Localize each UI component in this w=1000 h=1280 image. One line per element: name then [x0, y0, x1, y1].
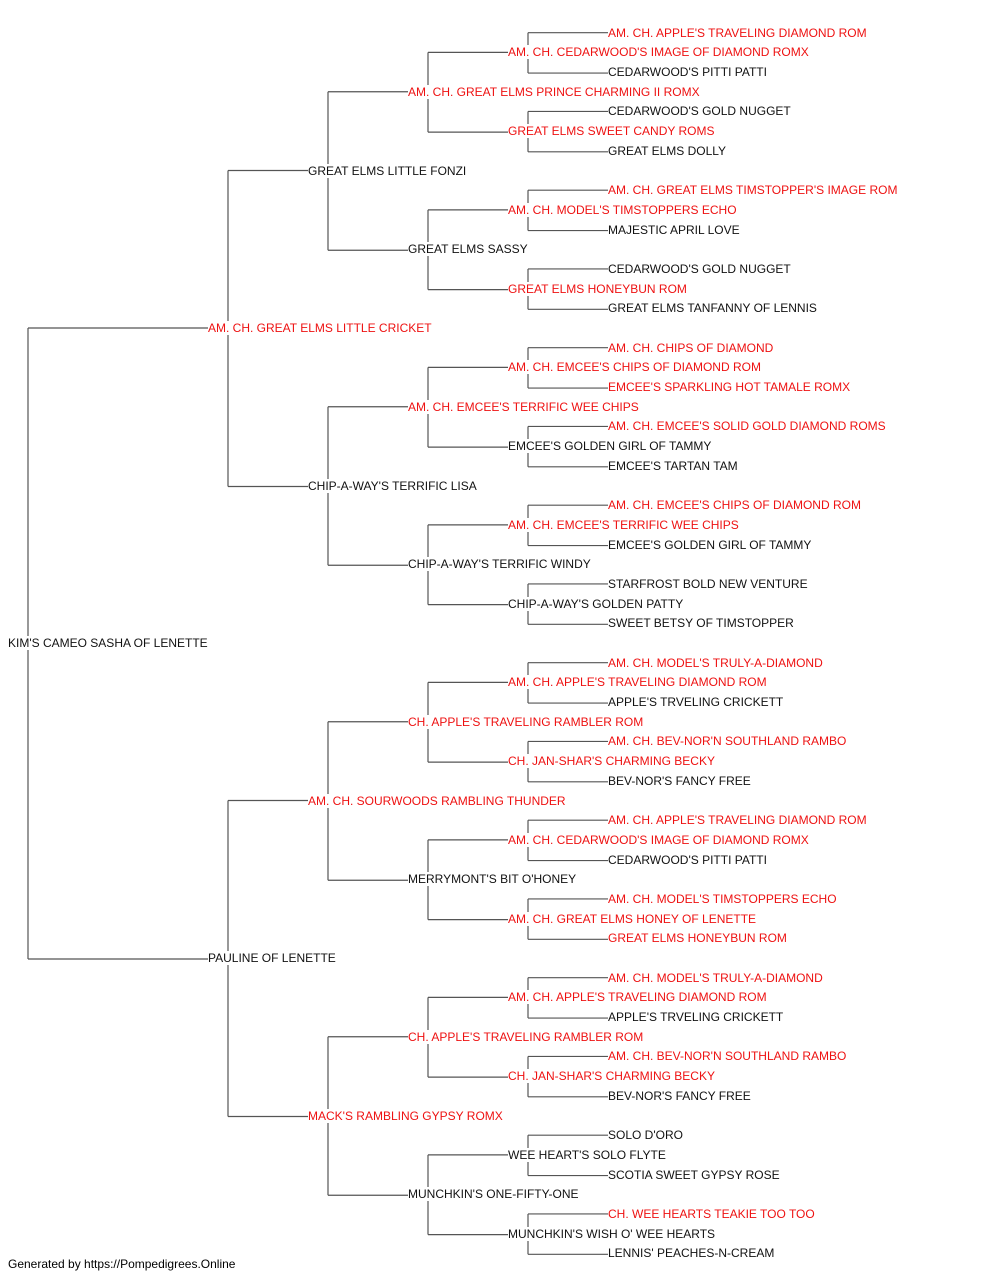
- ancestor-pedigree-sire-dam-sire-sire-dam: EMCEE'S SPARKLING HOT TAMALE ROMX: [608, 380, 853, 395]
- ancestor-pedigree-dam-sire-sire-dam-sire: AM. CH. BEV-NOR'N SOUTHLAND RAMBO: [608, 734, 849, 749]
- ancestor-pedigree-sire-dam-dam-dam-dam: SWEET BETSY OF TIMSTOPPER: [608, 616, 796, 631]
- ancestor-pedigree-dam-sire-dam-sire-dam: CEDARWOOD'S PITTI PATTI: [608, 852, 769, 867]
- ancestor-pedigree-dam: PAULINE OF LENETTE: [208, 951, 338, 965]
- ancestor-pedigree-sire-dam-dam-sire-dam: EMCEE'S GOLDEN GIRL OF TAMMY: [608, 537, 814, 552]
- ancestor-pedigree-sire-dam-sire-dam: EMCEE'S GOLDEN GIRL OF TAMMY: [508, 439, 714, 454]
- ancestor-pedigree-sire-sire-dam-dam-dam: GREAT ELMS TANFANNY OF LENNIS: [608, 301, 819, 316]
- ancestor-pedigree-dam-dam-sire-dam-dam: BEV-NOR'S FANCY FREE: [608, 1088, 753, 1103]
- footer-credit: Generated by https://Pompedigrees.Online: [8, 1257, 236, 1271]
- ancestor-pedigree-sire-dam-sire-dam-sire: AM. CH. EMCEE'S SOLID GOLD DIAMOND ROMS: [608, 419, 888, 434]
- ancestor-pedigree-dam-sire-sire-sire: AM. CH. APPLE'S TRAVELING DIAMOND ROM: [508, 675, 769, 690]
- ancestor-pedigree-sire-sire-dam-dam: GREAT ELMS HONEYBUN ROM: [508, 281, 689, 296]
- ancestor-pedigree-sire: AM. CH. GREAT ELMS LITTLE CRICKET: [208, 321, 434, 335]
- ancestor-pedigree-sire-sire-sire-sire-dam: CEDARWOOD'S PITTI PATTI: [608, 65, 769, 80]
- ancestor-pedigree-dam-dam-sire: CH. APPLE'S TRAVELING RAMBLER ROM: [408, 1029, 646, 1044]
- ancestor-pedigree-sire-sire-sire: AM. CH. GREAT ELMS PRINCE CHARMING II RO…: [408, 84, 702, 99]
- ancestor-pedigree-dam-dam-dam-dam: MUNCHKIN'S WISH O' WEE HEARTS: [508, 1226, 718, 1241]
- ancestor-pedigree-sire-dam-dam-dam-sire: STARFROST BOLD NEW VENTURE: [608, 576, 810, 591]
- ancestor-pedigree-sire-sire-dam: GREAT ELMS SASSY: [408, 242, 530, 257]
- ancestor-pedigree-sire-dam-sire-sire-sire: AM. CH. CHIPS OF DIAMOND: [608, 340, 776, 355]
- ancestor-pedigree-sire-dam-dam: CHIP-A-WAY'S TERRIFIC WINDY: [408, 557, 593, 572]
- ancestor-pedigree-sire-sire-dam-dam-sire: CEDARWOOD'S GOLD NUGGET: [608, 261, 793, 276]
- ancestor-pedigree-sire-dam-dam-sire: AM. CH. EMCEE'S TERRIFIC WEE CHIPS: [508, 517, 741, 532]
- ancestor-pedigree-dam-sire-sire: CH. APPLE'S TRAVELING RAMBLER ROM: [408, 714, 646, 729]
- ancestor-pedigree-dam-sire-sire-dam: CH. JAN-SHAR'S CHARMING BECKY: [508, 754, 717, 769]
- ancestor-pedigree-sire-sire: GREAT ELMS LITTLE FONZI: [308, 163, 469, 178]
- ancestor-pedigree-dam-dam: MACK'S RAMBLING GYPSY ROMX: [308, 1108, 505, 1123]
- ancestor-pedigree-dam-sire-dam-dam-dam: GREAT ELMS HONEYBUN ROM: [608, 931, 789, 946]
- ancestor-pedigree-dam-sire: AM. CH. SOURWOODS RAMBLING THUNDER: [308, 793, 568, 808]
- ancestor-pedigree-sire-sire-dam-sire: AM. CH. MODEL'S TIMSTOPPERS ECHO: [508, 202, 739, 217]
- subject-dog-name: KIM'S CAMEO SASHA OF LENETTE: [8, 636, 210, 650]
- ancestor-pedigree-dam-dam-sire-dam: CH. JAN-SHAR'S CHARMING BECKY: [508, 1069, 717, 1084]
- ancestor-pedigree-dam-dam-dam-dam-dam: LENNIS' PEACHES-N-CREAM: [608, 1246, 777, 1261]
- ancestor-pedigree-dam-dam-sire-sire-sire: AM. CH. MODEL'S TRULY-A-DIAMOND: [608, 970, 825, 985]
- ancestor-pedigree-sire-dam-dam-sire-sire: AM. CH. EMCEE'S CHIPS OF DIAMOND ROM: [608, 498, 863, 513]
- ancestor-pedigree-sire-sire-sire-sire-sire: AM. CH. APPLE'S TRAVELING DIAMOND ROM: [608, 25, 869, 40]
- ancestor-pedigree-sire-sire-sire-dam-dam: GREAT ELMS DOLLY: [608, 143, 729, 158]
- ancestor-pedigree-dam-dam-sire-sire: AM. CH. APPLE'S TRAVELING DIAMOND ROM: [508, 990, 769, 1005]
- ancestor-pedigree-dam-dam-sire-sire-dam: APPLE'S TRVELING CRICKETT: [608, 1010, 786, 1025]
- ancestor-pedigree-sire-sire-sire-sire: AM. CH. CEDARWOOD'S IMAGE OF DIAMOND ROM…: [508, 45, 811, 60]
- ancestor-pedigree-sire-sire-dam-sire-dam: MAJESTIC APRIL LOVE: [608, 222, 742, 237]
- ancestor-pedigree-sire-sire-sire-dam: GREAT ELMS SWEET CANDY ROMS: [508, 124, 717, 139]
- ancestor-pedigree-sire-dam-sire: AM. CH. EMCEE'S TERRIFIC WEE CHIPS: [408, 399, 641, 414]
- ancestor-pedigree-dam-dam-dam-dam-sire: CH. WEE HEARTS TEAKIE TOO TOO: [608, 1206, 817, 1221]
- ancestor-pedigree-dam-sire-dam-dam: AM. CH. GREAT ELMS HONEY OF LENETTE: [508, 911, 759, 926]
- ancestor-pedigree-dam-sire-dam-dam-sire: AM. CH. MODEL'S TIMSTOPPERS ECHO: [608, 891, 839, 906]
- ancestor-pedigree-dam-sire-dam: MERRYMONT'S BIT O'HONEY: [408, 872, 579, 887]
- ancestor-pedigree-dam-sire-sire-sire-dam: APPLE'S TRVELING CRICKETT: [608, 695, 786, 710]
- ancestor-pedigree-dam-dam-sire-dam-sire: AM. CH. BEV-NOR'N SOUTHLAND RAMBO: [608, 1049, 849, 1064]
- ancestor-pedigree-sire-dam-sire-sire: AM. CH. EMCEE'S CHIPS OF DIAMOND ROM: [508, 360, 763, 375]
- ancestor-pedigree-dam-sire-dam-sire-sire: AM. CH. APPLE'S TRAVELING DIAMOND ROM: [608, 813, 869, 828]
- ancestor-pedigree-dam-dam-dam-sire-dam: SCOTIA SWEET GYPSY ROSE: [608, 1167, 782, 1182]
- ancestor-pedigree-sire-dam-dam-dam: CHIP-A-WAY'S GOLDEN PATTY: [508, 596, 686, 611]
- ancestor-pedigree-dam-dam-dam: MUNCHKIN'S ONE-FIFTY-ONE: [408, 1187, 581, 1202]
- ancestor-pedigree-dam-sire-sire-sire-sire: AM. CH. MODEL'S TRULY-A-DIAMOND: [608, 655, 825, 670]
- ancestor-pedigree-sire-sire-dam-sire-sire: AM. CH. GREAT ELMS TIMSTOPPER'S IMAGE RO…: [608, 183, 900, 198]
- ancestor-pedigree-sire-dam-sire-dam-dam: EMCEE'S TARTAN TAM: [608, 458, 740, 473]
- ancestor-pedigree-dam-dam-dam-sire-sire: SOLO D'ORO: [608, 1128, 685, 1143]
- ancestor-pedigree-dam-dam-dam-sire: WEE HEART'S SOLO FLYTE: [508, 1147, 668, 1162]
- ancestor-pedigree-dam-sire-dam-sire: AM. CH. CEDARWOOD'S IMAGE OF DIAMOND ROM…: [508, 832, 811, 847]
- ancestor-pedigree-dam-sire-sire-dam-dam: BEV-NOR'S FANCY FREE: [608, 773, 753, 788]
- ancestor-pedigree-sire-sire-sire-dam-sire: CEDARWOOD'S GOLD NUGGET: [608, 104, 793, 119]
- ancestor-pedigree-sire-dam: CHIP-A-WAY'S TERRIFIC LISA: [308, 478, 479, 493]
